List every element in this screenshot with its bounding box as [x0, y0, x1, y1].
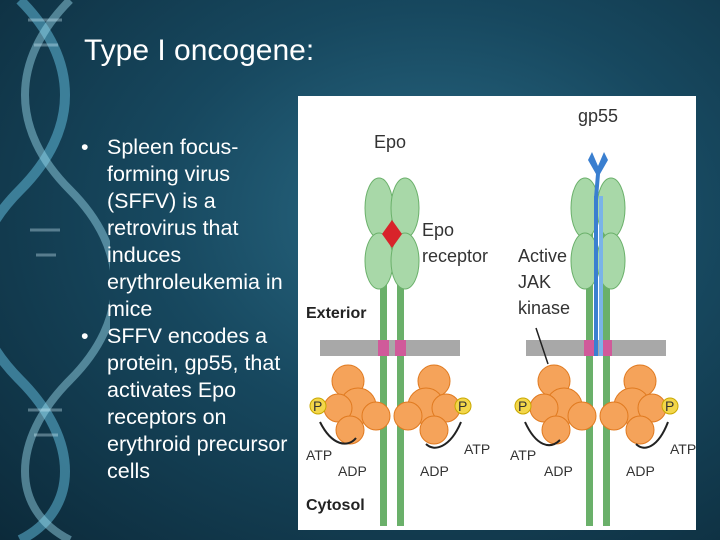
membrane-left: [320, 340, 460, 356]
label-adp: ADP: [338, 463, 367, 479]
slide-title: Type I oncogene:: [84, 34, 315, 67]
p-label: P: [313, 398, 322, 414]
jak-pointer-line: [535, 327, 549, 365]
bullet-list: Spleen focus-forming virus (SFFV) is a r…: [78, 134, 298, 485]
label-exterior: Exterior: [306, 305, 366, 322]
label-epo-receptor-1: Epo: [422, 220, 454, 240]
label-atp: ATP: [670, 441, 696, 457]
p-label: P: [458, 398, 467, 414]
label-adp: ADP: [544, 463, 573, 479]
label-adp: ADP: [626, 463, 655, 479]
label-atp: ATP: [510, 447, 536, 463]
bullet-item: SFFV encodes a protein, gp55, that activ…: [78, 323, 298, 485]
label-gp55: gp55: [578, 106, 618, 126]
epo-receptor-left: [323, 177, 461, 526]
label-atp: ATP: [464, 441, 490, 457]
epo-hormone: [382, 220, 402, 248]
p-label: P: [518, 398, 527, 414]
label-epo-receptor-2: receptor: [422, 246, 488, 266]
label-atp: ATP: [306, 447, 332, 463]
phosphate-groups: P P P P: [309, 397, 679, 415]
bullet-item: Spleen focus-forming virus (SFFV) is a r…: [78, 134, 298, 323]
label-kinase: kinase: [518, 298, 570, 318]
label-cytosol: Cytosol: [306, 497, 365, 514]
label-epo: Epo: [374, 132, 406, 152]
label-adp: ADP: [420, 463, 449, 479]
epo-receptor-right: [529, 152, 667, 526]
p-label: P: [665, 398, 674, 414]
label-active: Active: [518, 246, 567, 266]
dna-helix-decoration: [0, 0, 110, 540]
epo-receptor-figure: P P P P Epo Epo receptor Exterior Cytoso…: [298, 96, 696, 530]
gp55-protein: [588, 152, 608, 356]
label-jak: JAK: [518, 272, 551, 292]
